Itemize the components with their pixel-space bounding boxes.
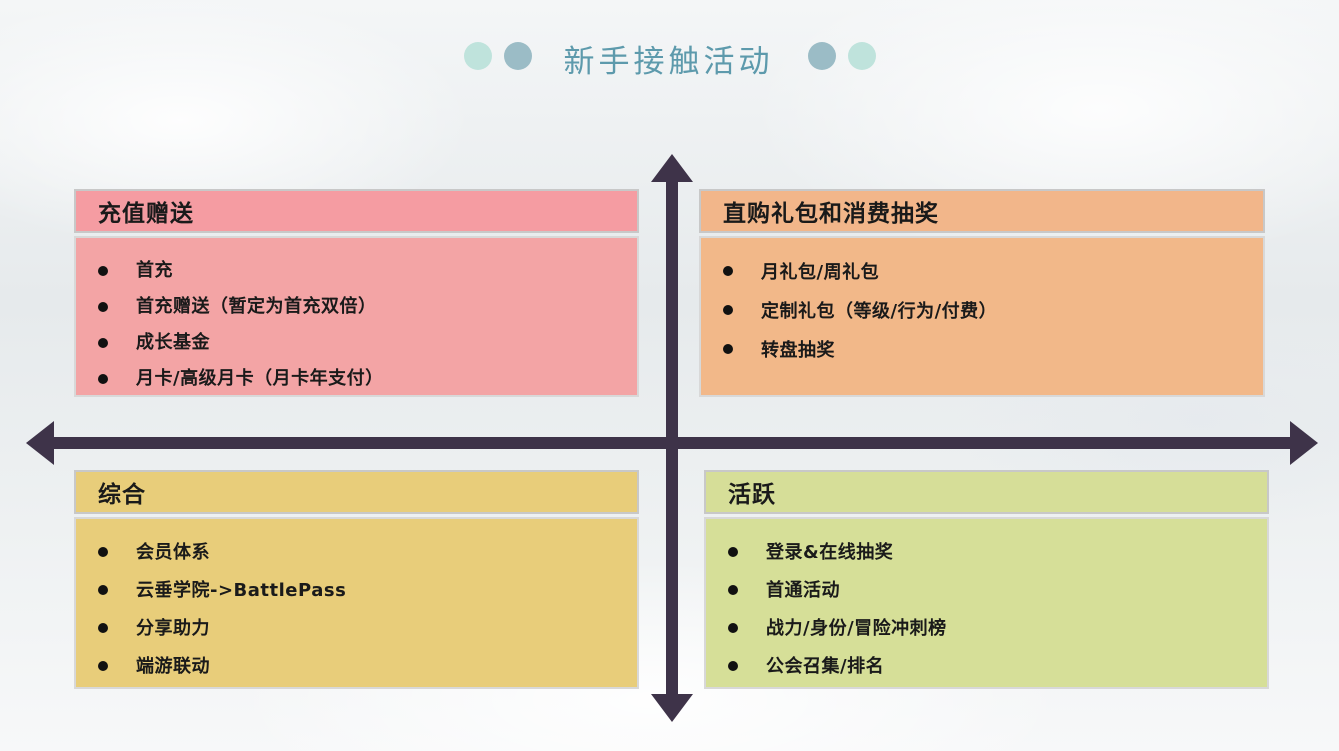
list-item: 云垂学院->BattlePass — [76, 572, 637, 610]
page-title: 新手接触活动 — [563, 43, 774, 80]
list-item: 战力/身份/冒险冲刺榜 — [706, 610, 1267, 648]
list-item-label: 首充 — [136, 260, 173, 281]
list-item: 登录&在线抽奖 — [706, 534, 1267, 572]
list-item-label: 定制礼包（等级/行为/付费） — [761, 301, 998, 322]
list-item: 分享助力 — [76, 610, 637, 648]
bullet-icon — [723, 344, 733, 354]
list-item: 定制礼包（等级/行为/付费） — [701, 292, 1263, 331]
item-list: 登录&在线抽奖 首通活动 战力/身份/冒险冲刺榜 公会召集/排名 — [706, 534, 1267, 686]
list-item: 月礼包/周礼包 — [701, 253, 1263, 292]
quadrant-body: 首充 首充赠送（暂定为首充双倍） 成长基金 月卡/高级月卡（月卡年支付） — [74, 236, 639, 397]
arrow-down-icon — [651, 694, 693, 722]
quadrant-header: 直购礼包和消费抽奖 — [699, 189, 1265, 233]
bullet-icon — [723, 266, 733, 276]
arrow-left-icon — [26, 421, 54, 465]
quadrant-body: 登录&在线抽奖 首通活动 战力/身份/冒险冲刺榜 公会召集/排名 — [704, 517, 1269, 689]
list-item: 转盘抽奖 — [701, 331, 1263, 370]
list-item-label: 月礼包/周礼包 — [761, 262, 880, 283]
bullet-icon — [728, 547, 738, 557]
decor-dot-icon — [463, 42, 492, 70]
bullet-icon — [98, 623, 108, 633]
list-item: 月卡/高级月卡（月卡年支付） — [76, 361, 637, 397]
list-item-label: 登录&在线抽奖 — [766, 542, 894, 563]
list-item-label: 成长基金 — [136, 332, 210, 353]
list-item: 端游联动 — [76, 648, 637, 686]
list-item: 成长基金 — [76, 325, 637, 361]
list-item-label: 会员体系 — [136, 542, 210, 563]
list-item-label: 首充赠送（暂定为首充双倍） — [136, 296, 377, 317]
bullet-icon — [728, 661, 738, 671]
list-item-label: 转盘抽奖 — [761, 340, 835, 361]
list-item-label: 战力/身份/冒险冲刺榜 — [766, 618, 947, 639]
list-item-label: 云垂学院->BattlePass — [136, 580, 347, 601]
list-item: 会员体系 — [76, 534, 637, 572]
bullet-icon — [98, 661, 108, 671]
list-item: 首充 — [76, 253, 637, 289]
item-list: 首充 首充赠送（暂定为首充双倍） 成长基金 月卡/高级月卡（月卡年支付） — [76, 253, 637, 397]
title-dots-left — [463, 42, 544, 74]
decor-dot-icon — [807, 42, 836, 70]
list-item-label: 首通活动 — [766, 580, 840, 601]
list-item: 公会召集/排名 — [706, 648, 1267, 686]
bullet-icon — [98, 302, 108, 312]
bullet-icon — [723, 305, 733, 315]
decor-dot-icon — [503, 42, 532, 70]
bullet-icon — [728, 585, 738, 595]
title-dots-right — [796, 42, 876, 74]
bullet-icon — [728, 623, 738, 633]
quadrant-body: 月礼包/周礼包 定制礼包（等级/行为/付费） 转盘抽奖 — [699, 236, 1265, 397]
decor-dot-icon — [847, 42, 876, 70]
item-list: 会员体系 云垂学院->BattlePass 分享助力 端游联动 — [76, 534, 637, 686]
list-item-label: 公会召集/排名 — [766, 656, 885, 677]
list-item-label: 分享助力 — [136, 618, 210, 639]
quadrant-header: 综合 — [74, 470, 639, 514]
item-list: 月礼包/周礼包 定制礼包（等级/行为/付费） 转盘抽奖 — [701, 253, 1263, 370]
bullet-icon — [98, 547, 108, 557]
vertical-axis — [666, 178, 678, 698]
title-bar: 新手接触活动 — [0, 36, 1339, 80]
arrow-up-icon — [651, 154, 693, 182]
list-item: 首通活动 — [706, 572, 1267, 610]
bullet-icon — [98, 266, 108, 276]
list-item: 首充赠送（暂定为首充双倍） — [76, 289, 637, 325]
bullet-icon — [98, 338, 108, 348]
quadrant-header: 活跃 — [704, 470, 1269, 514]
quadrant-body: 会员体系 云垂学院->BattlePass 分享助力 端游联动 — [74, 517, 639, 689]
quadrant-header: 充值赠送 — [74, 189, 639, 233]
list-item-label: 端游联动 — [136, 656, 210, 677]
arrow-right-icon — [1290, 421, 1318, 465]
bullet-icon — [98, 374, 108, 384]
list-item-label: 月卡/高级月卡（月卡年支付） — [136, 368, 384, 389]
bullet-icon — [98, 585, 108, 595]
